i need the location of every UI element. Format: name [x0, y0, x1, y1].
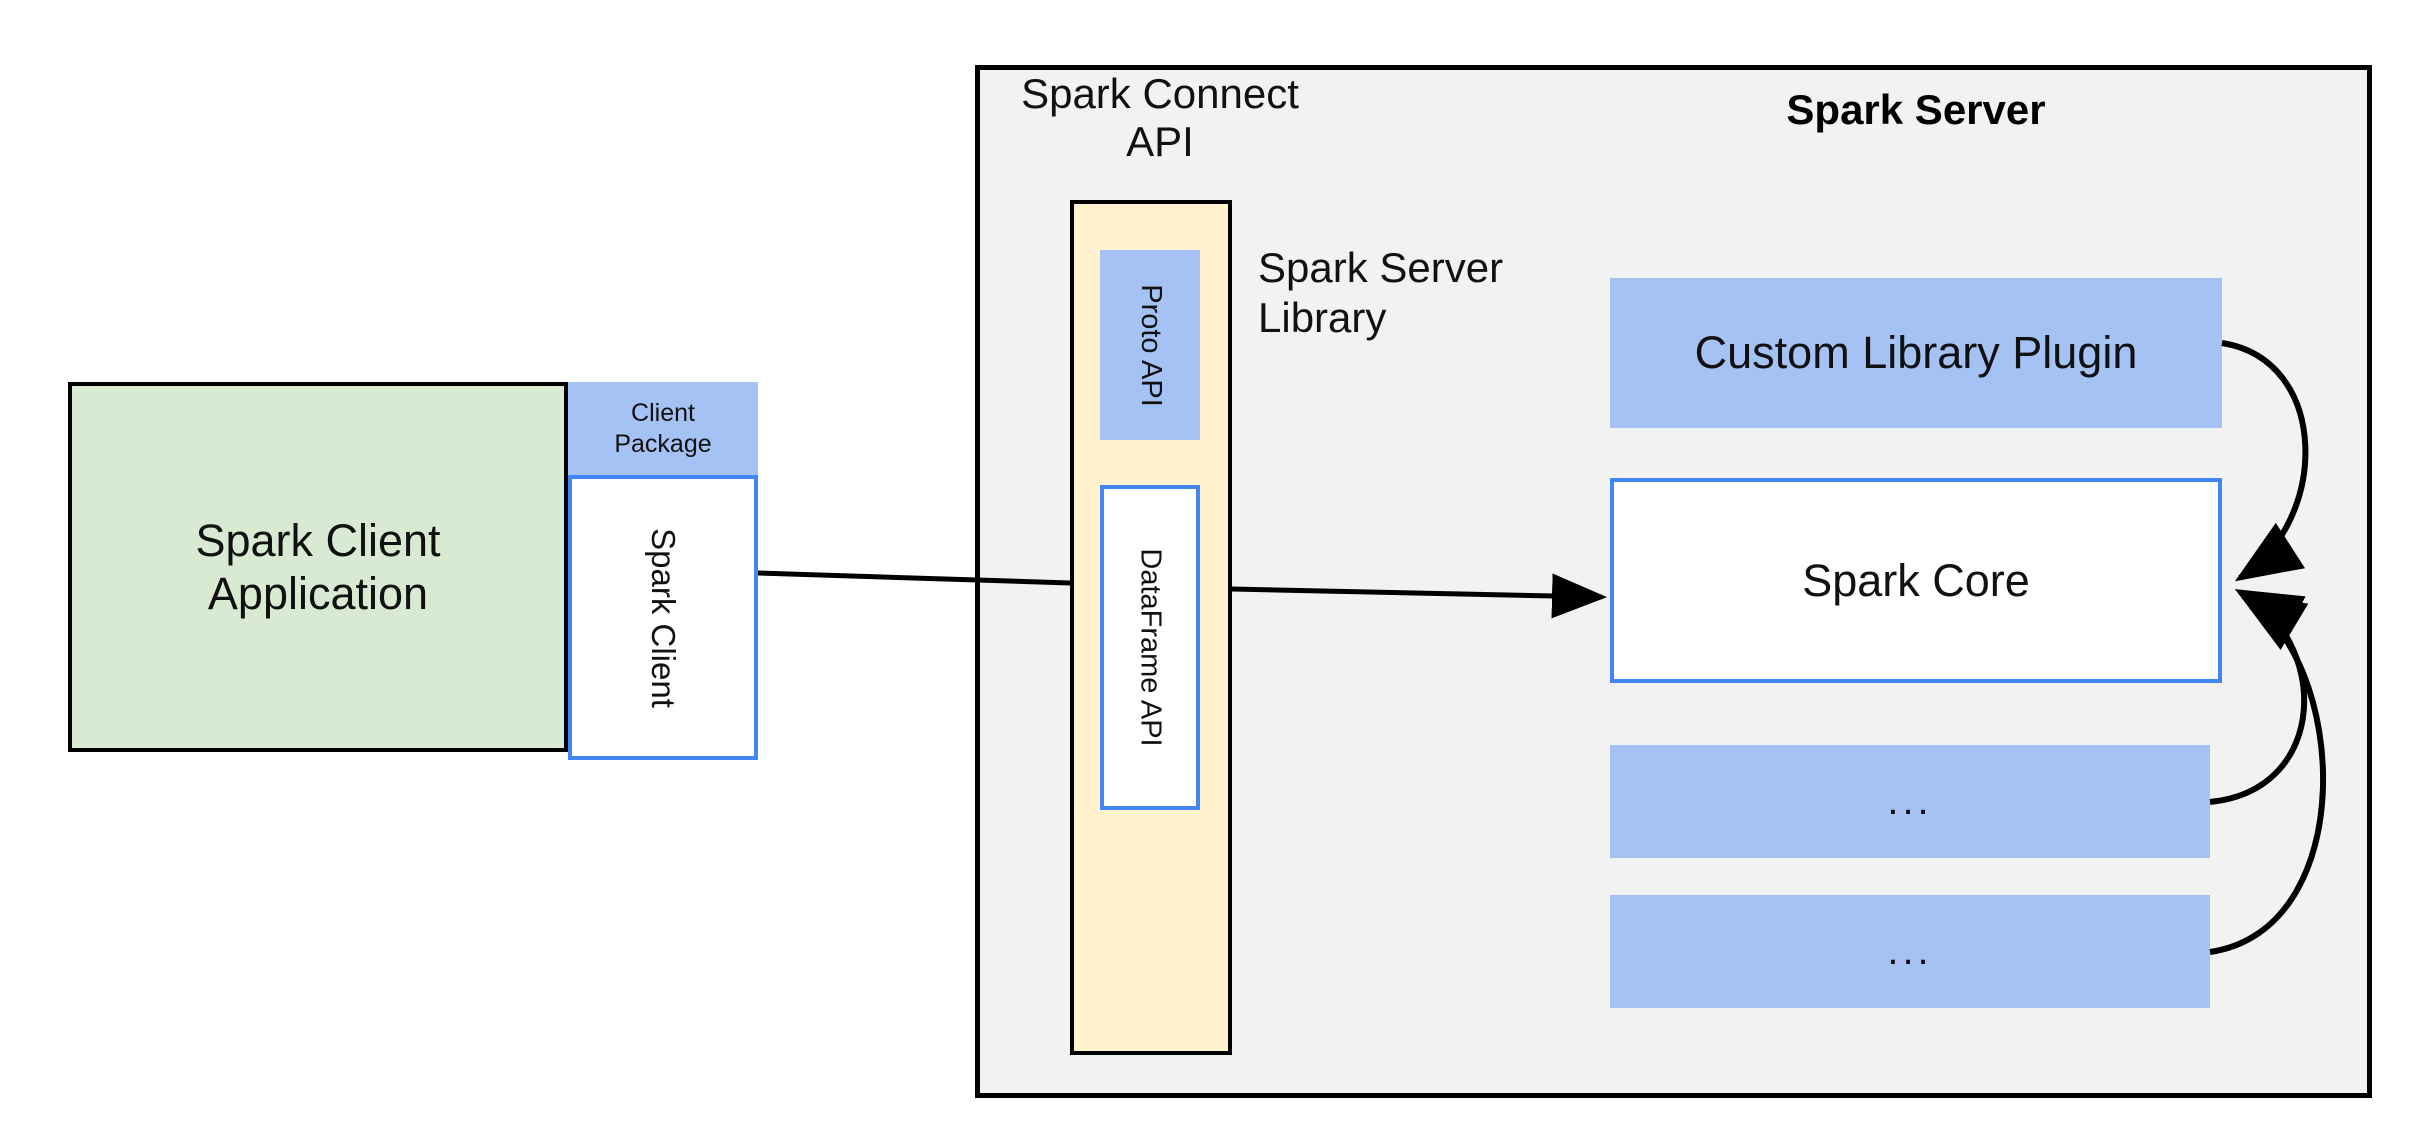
dataframe-api-label: DataFrame API [1134, 548, 1167, 747]
proto-api-box[interactable]: Proto API [1100, 250, 1200, 440]
proto-api-label: Proto API [1134, 283, 1167, 407]
spark-client-label: Spark Client [645, 527, 682, 708]
spark-core-box[interactable]: Spark Core [1610, 478, 2222, 683]
spark-client-box[interactable]: Spark Client [568, 475, 758, 760]
ellipsis-box-1[interactable]: ... [1610, 745, 2210, 858]
custom-library-plugin-box[interactable]: Custom Library Plugin [1610, 278, 2222, 428]
dataframe-api-box[interactable]: DataFrame API [1100, 485, 1200, 810]
spark-server-title: Spark Server [1786, 86, 2046, 133]
ellipsis-box-2[interactable]: ... [1610, 895, 2210, 1008]
